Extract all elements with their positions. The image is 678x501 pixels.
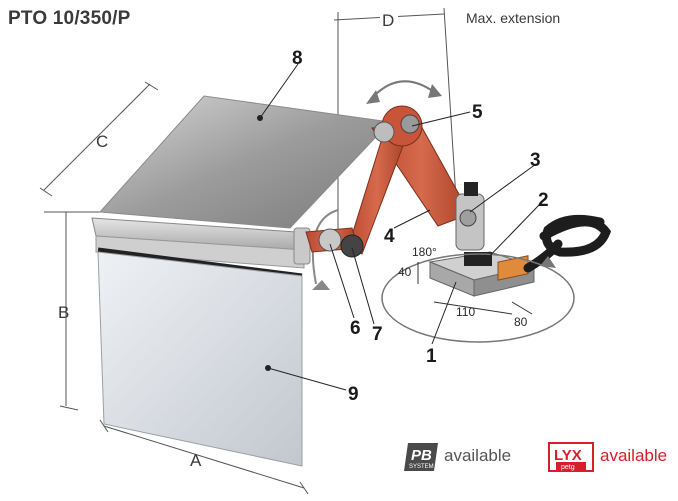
dim-rotation: 180°: [412, 245, 437, 259]
dim-40: 40: [398, 265, 412, 279]
lyx-petg-logo: LYX petg: [548, 442, 594, 472]
callout-5: 5: [472, 102, 483, 123]
callout-3: 3: [530, 150, 541, 171]
dim-d-label: D: [382, 11, 394, 30]
dim-c-label: C: [96, 132, 108, 151]
lyx-available-text: available: [600, 446, 668, 465]
dim-80: 80: [514, 315, 528, 329]
svg-text:petg: petg: [561, 464, 575, 471]
leader-lines: [259, 63, 541, 391]
dimension-b: [44, 211, 100, 411]
rotation-ellipse: [381, 253, 575, 343]
max-extension-label: Max. extension: [466, 10, 561, 26]
dimension-c: [39, 81, 159, 197]
pb-system-logo: PB SYSTEM: [404, 443, 438, 471]
callout-4: 4: [384, 226, 395, 247]
dim-a-label: A: [190, 451, 202, 470]
svg-text:SYSTEM: SYSTEM: [409, 464, 434, 470]
svg-text:PB: PB: [411, 447, 432, 464]
callout-8: 8: [292, 48, 303, 69]
pb-available-text: available: [444, 446, 512, 465]
base-unit: [428, 182, 536, 297]
callout-2: 2: [538, 190, 549, 211]
svg-text:LYX: LYX: [554, 447, 582, 464]
articulated-arm: [305, 105, 471, 258]
callout-6: 6: [350, 318, 361, 339]
callout-1: 1: [426, 346, 437, 367]
callout-9: 9: [348, 384, 359, 405]
dim-110: 110: [456, 305, 475, 319]
rotation-arrow-top: [371, 80, 435, 99]
hose: [523, 214, 612, 273]
dimension-a: [99, 419, 309, 495]
front-glass: [97, 251, 303, 467]
top-panel: [98, 95, 392, 229]
product-title: PTO 10/350/P: [8, 8, 131, 29]
callout-7: 7: [372, 324, 383, 345]
dim-b-label: B: [58, 303, 69, 322]
